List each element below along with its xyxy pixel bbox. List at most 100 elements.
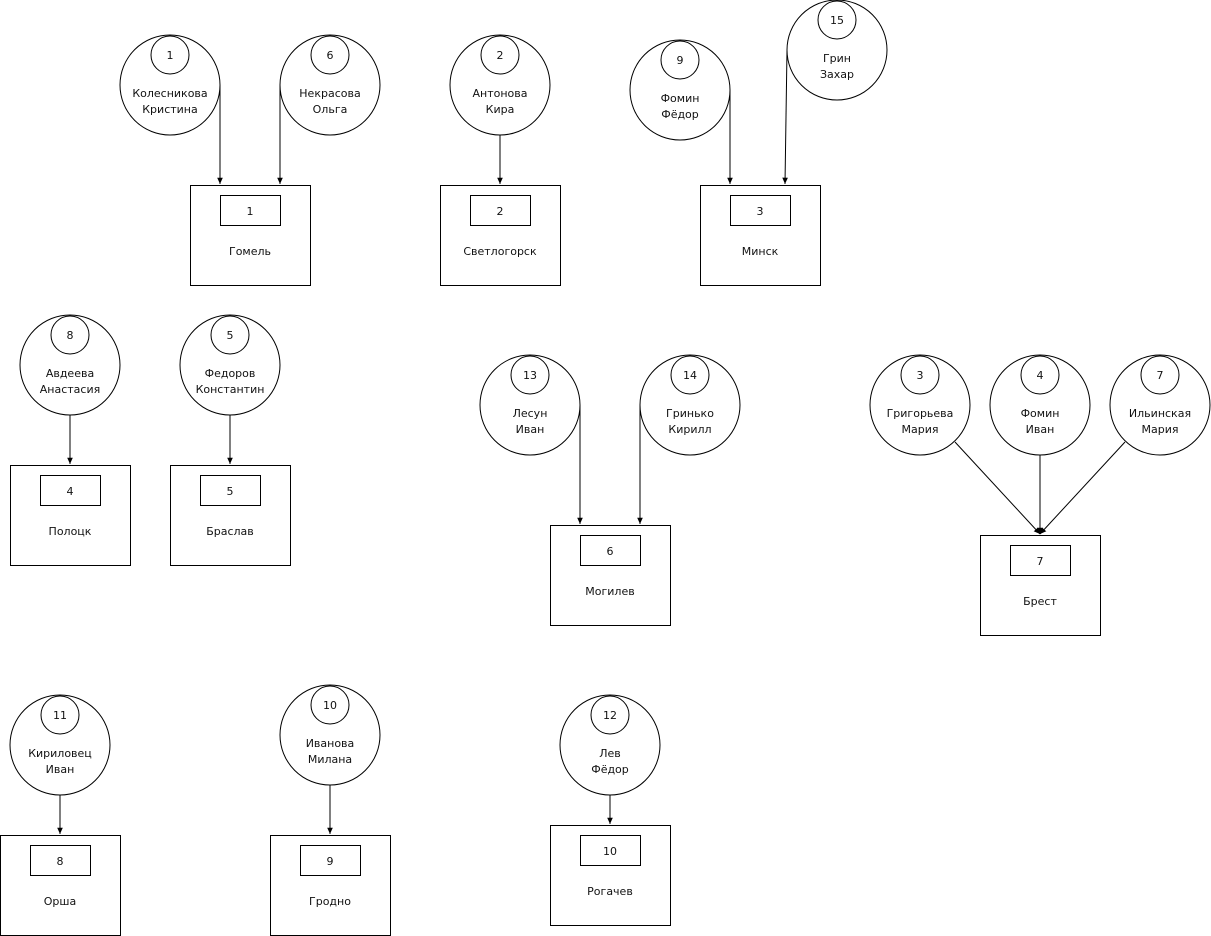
person-surname: Федоров	[205, 367, 256, 380]
city-id-box	[220, 195, 281, 226]
person-firstname: Кристина	[142, 103, 197, 116]
edge-p7-to-c7	[1039, 441, 1126, 535]
person-id-badge	[1140, 355, 1180, 395]
person-id-badge	[817, 0, 857, 40]
person-firstname: Кирилл	[668, 423, 711, 436]
person-id: 4	[1037, 369, 1044, 382]
person-circle	[9, 694, 111, 796]
person-circle	[479, 354, 581, 456]
city-id: 7	[1037, 555, 1044, 568]
person-surname: Кириловец	[28, 747, 92, 760]
person-surname: Лесун	[513, 407, 548, 420]
person-id: 10	[323, 699, 337, 712]
person-circle	[989, 354, 1091, 456]
person-firstname: Иван	[46, 763, 75, 776]
city-id-box	[470, 195, 531, 226]
city-id-box	[580, 535, 641, 566]
person-firstname: Ольга	[313, 103, 348, 116]
city-id: 3	[757, 205, 764, 218]
city-id-box	[300, 845, 361, 876]
person-id: 3	[917, 369, 924, 382]
person-id-badge	[670, 355, 710, 395]
person-surname: Антонова	[473, 87, 528, 100]
person-surname: Фомин	[1021, 407, 1060, 420]
person-id: 9	[677, 54, 684, 67]
person-surname: Гринько	[666, 407, 714, 420]
city-name: Полоцк	[49, 525, 92, 538]
city-name: Гомель	[229, 245, 271, 258]
city-id-box	[580, 835, 641, 866]
person-id-badge	[310, 35, 350, 75]
person-id-badge	[310, 685, 350, 725]
person-circle	[279, 34, 381, 136]
person-id: 11	[53, 709, 67, 722]
person-id: 12	[603, 709, 617, 722]
person-id: 1	[167, 49, 174, 62]
person-firstname: Фёдор	[591, 763, 629, 776]
city-name: Орша	[44, 895, 76, 908]
city-name: Гродно	[309, 895, 351, 908]
person-circle	[869, 354, 971, 456]
city-id: 4	[67, 485, 74, 498]
person-circle	[279, 684, 381, 786]
person-surname: Григорьева	[887, 407, 954, 420]
person-circle	[629, 39, 731, 141]
city-id: 8	[57, 855, 64, 868]
city-name: Брест	[1023, 595, 1057, 608]
person-firstname: Иван	[516, 423, 545, 436]
person-firstname: Анастасия	[40, 383, 100, 396]
person-id: 5	[227, 329, 234, 342]
person-circle	[119, 34, 221, 136]
city-id: 9	[327, 855, 334, 868]
person-firstname: Иван	[1026, 423, 1055, 436]
person-id-badge	[1020, 355, 1060, 395]
person-id: 14	[683, 369, 697, 382]
person-id-badge	[900, 355, 940, 395]
person-surname: Авдеева	[46, 367, 94, 380]
person-id: 6	[327, 49, 334, 62]
city-id-box	[40, 475, 101, 506]
city-id-box	[200, 475, 261, 506]
person-id: 13	[523, 369, 537, 382]
person-surname: Колесникова	[132, 87, 207, 100]
person-surname: Иванова	[306, 737, 355, 750]
person-id-badge	[590, 695, 630, 735]
person-surname: Грин	[823, 52, 851, 65]
city-id: 1	[247, 205, 254, 218]
person-id-badge	[40, 695, 80, 735]
city-id-box	[30, 845, 91, 876]
edges-layer	[57, 49, 1126, 834]
person-id-badge	[150, 35, 190, 75]
city-name: Рогачев	[587, 885, 633, 898]
person-firstname: Мария	[902, 423, 939, 436]
city-id-box	[730, 195, 791, 226]
city-id-box	[1010, 545, 1071, 576]
